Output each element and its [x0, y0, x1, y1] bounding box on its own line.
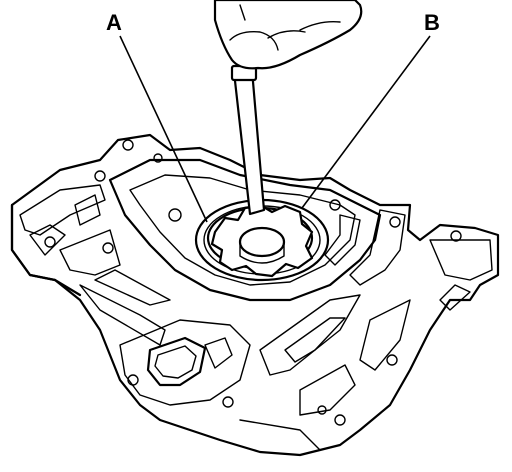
- housing-lower: [119, 230, 493, 451]
- callout-b-label: B: [424, 10, 440, 35]
- callout-a: A: [106, 10, 208, 223]
- hand-icon: [213, 0, 363, 70]
- feeler-gauge-tool: [230, 64, 266, 216]
- rotor-assembly: [194, 198, 330, 282]
- callout-a-label: A: [106, 10, 122, 35]
- housing-basin: [108, 153, 406, 302]
- callout-b: B: [301, 10, 440, 209]
